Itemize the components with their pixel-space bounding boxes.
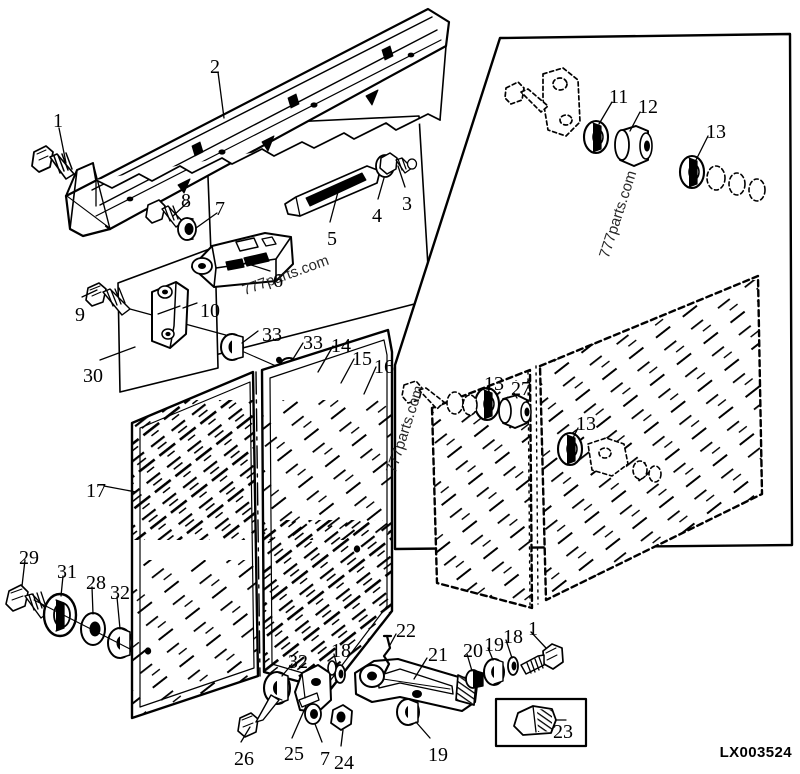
part-7-washer-upper — [177, 217, 197, 241]
part-10-bracket — [151, 281, 189, 349]
part-7-washer-lower — [304, 703, 322, 725]
callout-29: 29 — [19, 547, 39, 569]
ghost-hardware-right — [706, 165, 766, 202]
callout-17: 17 — [86, 480, 106, 502]
callout-12: 12 — [638, 96, 658, 118]
part-26-bolt — [237, 694, 283, 738]
callout-31: 31 — [57, 561, 77, 583]
lower-pivot-stack — [5, 584, 133, 659]
part-13-washer-a — [678, 154, 706, 190]
part-23-detail-box — [494, 697, 588, 748]
callout-33a: 33 — [262, 324, 282, 346]
part-25-hinge-plate — [294, 664, 332, 713]
callout-22: 22 — [396, 620, 416, 642]
part-18-washer-a — [327, 660, 346, 684]
callout-18b: 18 — [503, 626, 523, 648]
part-5-rod — [284, 165, 381, 217]
callout-32b: 32 — [288, 651, 308, 673]
callout-9: 9 — [75, 304, 85, 326]
part-12-bushing — [614, 125, 653, 167]
callout-25: 25 — [284, 743, 304, 765]
callout-27: 27 — [511, 378, 531, 400]
part-6-latch-body — [191, 232, 294, 288]
callout-5: 5 — [327, 228, 337, 250]
callout-1b: 1 — [528, 618, 538, 640]
callout-11: 11 — [609, 86, 629, 108]
callout-33b: 33 — [303, 332, 323, 354]
part-22-clip — [382, 634, 393, 674]
part-27-bushing — [498, 394, 532, 429]
callout-15: 15 — [352, 348, 372, 370]
callout-16: 16 — [374, 356, 394, 378]
part-18-washer-b — [507, 656, 519, 676]
lower-hinge-assembly — [237, 664, 353, 738]
callout-13a: 13 — [706, 121, 726, 143]
callout-6: 6 — [273, 270, 283, 292]
part-1-bolt-lower — [520, 643, 564, 675]
callout-21: 21 — [428, 644, 448, 666]
ghost-bracket-lower — [587, 437, 662, 483]
callout-20: 20 — [463, 640, 483, 662]
part-number-label: LX003524 — [719, 744, 792, 761]
callout-14: 14 — [331, 335, 351, 357]
part-28-washer — [80, 612, 106, 646]
callout-10: 10 — [200, 300, 220, 322]
callout-32a: 32 — [110, 582, 130, 604]
callout-28: 28 — [86, 572, 106, 594]
part-2-upper-rail — [64, 7, 451, 238]
part-8-bolt — [145, 199, 184, 228]
callout-13c: 13 — [576, 413, 596, 435]
part-29-bolt — [5, 584, 50, 619]
ghost-bolt-lower-left — [401, 380, 478, 416]
callout-2: 2 — [210, 56, 220, 78]
part-3-bolt — [379, 152, 418, 175]
callout-26: 26 — [234, 748, 254, 770]
part-1-bolt-upper — [31, 145, 75, 180]
ghost-bracket-top — [504, 67, 581, 137]
part-24-nut — [330, 704, 353, 731]
callout-30: 30 — [83, 365, 103, 387]
part-31-bushing — [42, 592, 78, 638]
right-fastener-stack — [327, 643, 564, 689]
callout-3: 3 — [402, 193, 412, 215]
callout-19b: 19 — [428, 744, 448, 766]
callout-24: 24 — [334, 752, 354, 774]
callout-7b: 7 — [320, 748, 330, 770]
callout-1: 1 — [53, 110, 63, 132]
part-19-bushing-a — [396, 698, 420, 726]
part-33-bushing-a — [220, 333, 244, 361]
part-32-bushing-a — [107, 627, 133, 659]
part-13-washer-c — [556, 431, 584, 467]
callout-23: 23 — [553, 721, 573, 743]
callout-4: 4 — [372, 205, 382, 227]
part-19-bushing-b — [483, 658, 505, 686]
leader-lines — [21, 71, 709, 747]
callout-7: 7 — [215, 198, 225, 220]
callout-13b: 13 — [484, 373, 504, 395]
callout-19a: 19 — [484, 634, 504, 656]
callout-8: 8 — [181, 190, 191, 212]
part-20-spacer — [465, 669, 484, 689]
part-32-bushing-b — [262, 670, 292, 706]
part-17-door-glass — [130, 328, 394, 720]
part-13-washer-b — [473, 386, 501, 422]
part-11-washer — [582, 119, 610, 155]
callout-18a: 18 — [331, 640, 351, 662]
